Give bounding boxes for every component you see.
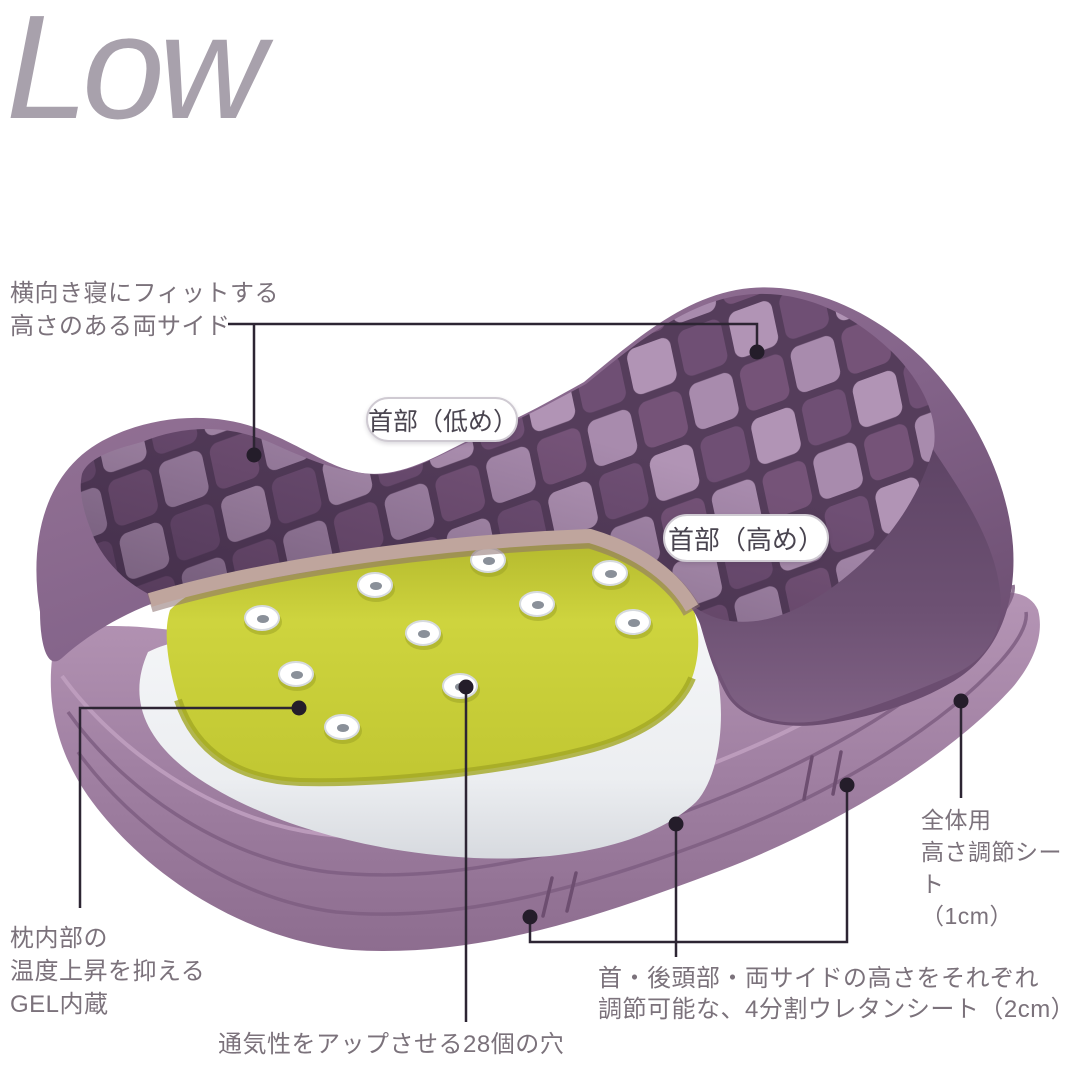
gel-note: 枕内部の 温度上昇を抑える GEL内蔵	[10, 922, 205, 1021]
leader-dot-side-right	[749, 344, 765, 360]
full-sheet-note-line2: 高さ調節シート	[921, 839, 1062, 897]
gel-note-line1: 枕内部の	[10, 925, 108, 952]
full-sheet-note-line3: （1cm）	[921, 903, 1013, 929]
sides-note: 横向き寝にフィットする 高さのある両サイド	[10, 277, 279, 343]
leader-dot-holes	[458, 679, 474, 695]
gel-note-line2: 温度上昇を抑える	[10, 958, 206, 985]
leader-line-urethane-bracket	[528, 790, 849, 944]
full-sheet-note: 全体用 高さ調節シート （1cm）	[921, 804, 1080, 932]
leader-dots	[246, 344, 969, 925]
gel-hole	[324, 714, 362, 744]
leader-line-gel	[78, 706, 296, 908]
urethane-note-line1: 首・後頭部・両サイドの高さをそれぞれ	[598, 965, 1039, 992]
base-groove-lower	[76, 611, 1028, 916]
leader-line-sides	[228, 322, 759, 346]
sides-note-line1: 横向き寝にフィットする	[10, 280, 280, 307]
gel-hole	[244, 605, 282, 635]
page-title: Low	[6, 0, 266, 150]
cut-edge	[147, 528, 701, 616]
leader-dot-full-sheet	[953, 693, 969, 709]
gel-body	[166, 533, 699, 783]
full-sheet-note-line1: 全体用	[921, 807, 992, 833]
neck-high-side-wall	[680, 445, 1001, 723]
holes-note-label: 通気性をアップさせる28個の穴	[218, 1031, 565, 1058]
leader-dot-urethane-3	[839, 777, 855, 793]
leader-dot-urethane-1	[522, 909, 538, 925]
neck-high-label: 首部（高め）	[667, 524, 824, 555]
leader-dot-side-left	[246, 447, 262, 463]
urethane-note: 首・後頭部・両サイドの高さをそれぞれ 調節可能な、4分割ウレタンシート（2cm）	[598, 963, 1075, 1025]
gel-hole	[357, 572, 395, 602]
gel-note-line3: GEL内蔵	[10, 991, 109, 1018]
gel-hole	[278, 661, 316, 691]
gel-front-edge	[174, 676, 696, 787]
holes-note: 通気性をアップさせる28個の穴	[218, 1030, 564, 1060]
neck-high-badge: 首部（高め）	[663, 514, 829, 562]
neck-low-badge: 首部（低め）	[366, 397, 518, 442]
sides-note-line2: 高さのある両サイド	[10, 313, 231, 340]
ventilation-holes	[244, 547, 653, 744]
gel-hole	[615, 609, 653, 639]
leader-dot-gel	[291, 700, 307, 716]
urethane-note-line2: 調節可能な、4分割ウレタンシート（2cm）	[598, 996, 1076, 1023]
leader-dot-urethane-2	[668, 816, 684, 832]
neck-low-label: 首部（低め）	[368, 407, 519, 436]
gel-hole	[592, 560, 630, 590]
gel-hole	[519, 591, 557, 621]
gel-hole	[405, 620, 443, 650]
gel-layer	[166, 533, 699, 787]
leader-lines	[78, 322, 963, 1022]
